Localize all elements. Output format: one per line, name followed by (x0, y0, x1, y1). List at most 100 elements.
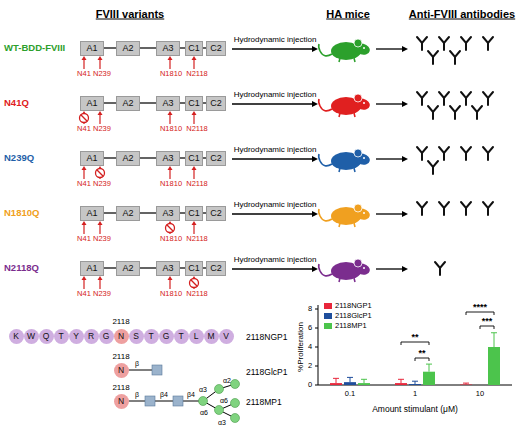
injection-arrow (232, 48, 312, 49)
glycosylation-site: N2118 (186, 70, 208, 78)
domain-box: C1 (185, 41, 203, 56)
arrow (376, 158, 402, 159)
domain-name: A1 (86, 264, 97, 273)
linkage-label: α3 (218, 419, 226, 426)
glycosylation-site: N1810 (160, 70, 182, 78)
significance-bracket (480, 326, 494, 329)
domain-name: C2 (210, 264, 222, 273)
mouse-ear (354, 259, 362, 267)
glycan-pin (193, 224, 194, 234)
glycosylation-site: N2118 (186, 125, 208, 133)
residue-letter: G (103, 332, 110, 341)
mouse-tail (319, 44, 332, 56)
glycosylation-site: N2118 (186, 180, 208, 188)
peptide-name: 2118MP1 (246, 398, 282, 407)
glycan-pin (193, 169, 194, 179)
asparagine-bead: N (114, 363, 129, 378)
domain-name: A1 (86, 44, 97, 53)
domain-box: A1 (80, 151, 104, 166)
bar (358, 383, 370, 385)
mouse-leg (339, 113, 340, 117)
arrow (376, 213, 402, 214)
error-bar (361, 379, 367, 383)
domain-box: A2 (116, 206, 140, 221)
domain-box: A3 (156, 206, 180, 221)
amino-acid-bead: K (9, 329, 24, 344)
residue-letter: V (223, 332, 229, 341)
mouse-leg (339, 58, 340, 62)
bar (488, 347, 500, 385)
domain-box: A3 (156, 41, 180, 56)
residue-letter: N (118, 366, 124, 375)
glycan-pin (99, 59, 100, 69)
domain-linker (140, 102, 156, 103)
mouse-eye (363, 157, 365, 159)
residue-letter: L (194, 332, 199, 341)
domain-name: A3 (162, 44, 173, 53)
pin-arrowhead (192, 221, 197, 225)
tick-label: 6 (308, 324, 312, 332)
arrow-label: Hydrodynamic injection (234, 36, 317, 44)
residue-letter: N (118, 332, 124, 341)
mouse-ear (354, 39, 362, 47)
mouse-ear (354, 204, 362, 212)
peptide-name: 2118GlcP1 (246, 368, 287, 377)
arrowhead (312, 211, 318, 217)
domain-name: A2 (122, 99, 133, 108)
antibody-icon (428, 106, 438, 119)
antibody-icon (450, 106, 460, 119)
tick-label: 4 (308, 343, 312, 351)
glycan-pin (99, 279, 100, 289)
pin-arrowhead (82, 56, 87, 60)
glycan-pin (169, 169, 170, 179)
glycosylation-site: N239 (93, 290, 111, 298)
arrowhead (402, 101, 408, 107)
prohibition-slash (191, 280, 197, 286)
domain-box: A2 (116, 96, 140, 111)
amino-acid-bead: L (189, 329, 204, 344)
linkage-label: β (135, 360, 139, 367)
domain-box: C2 (206, 151, 226, 166)
antibody-icon (450, 51, 460, 64)
domain-name: C1 (188, 99, 200, 108)
injection-arrow (232, 213, 312, 214)
glycosylation-site: N2118 (186, 290, 208, 298)
significance-bracket (466, 312, 494, 315)
legend-text: 2118GlcP1 (335, 312, 372, 320)
mouse-tail (319, 154, 332, 166)
tick-mark (315, 347, 318, 348)
domain-linker (104, 47, 116, 48)
antibody-icon (417, 37, 427, 50)
residue-letter: S (133, 332, 139, 341)
antibody-icon (461, 147, 471, 160)
glycosylation-site: N239 (93, 235, 111, 243)
arrowhead (312, 156, 318, 162)
asparagine-bead: N (114, 394, 129, 409)
residue-letter: Y (73, 332, 79, 341)
linkage-label: α6 (220, 397, 228, 404)
significance-bracket (415, 358, 429, 361)
tick-mark (315, 366, 318, 367)
arrow-label: Hydrodynamic injection (234, 201, 317, 209)
glycosylation-site: N1810 (160, 180, 182, 188)
mouse-eye (363, 47, 365, 49)
error-bar (463, 383, 469, 384)
domain-box: C1 (185, 206, 203, 221)
domain-name: A1 (86, 99, 97, 108)
glycosylation-site: N41 (77, 70, 91, 78)
mannose-circle (231, 399, 240, 408)
glycan-pin (193, 114, 194, 124)
domain-box: C2 (206, 261, 226, 276)
axis-title: Amount stimulant (μM) (372, 405, 458, 414)
section-header: Anti-FVIII antibodies (409, 9, 515, 20)
domain-name: C1 (188, 154, 200, 163)
axis-title: %Proliferation (297, 322, 305, 372)
variant-name: N239Q (4, 153, 34, 163)
tick-label: 1 (413, 390, 417, 398)
amino-acid-bead: Y (69, 329, 84, 344)
antibody-icon (472, 106, 482, 119)
domain-box: A2 (116, 151, 140, 166)
domain-box: A2 (116, 261, 140, 276)
antibody-icon (483, 37, 493, 50)
domain-box: A3 (156, 261, 180, 276)
